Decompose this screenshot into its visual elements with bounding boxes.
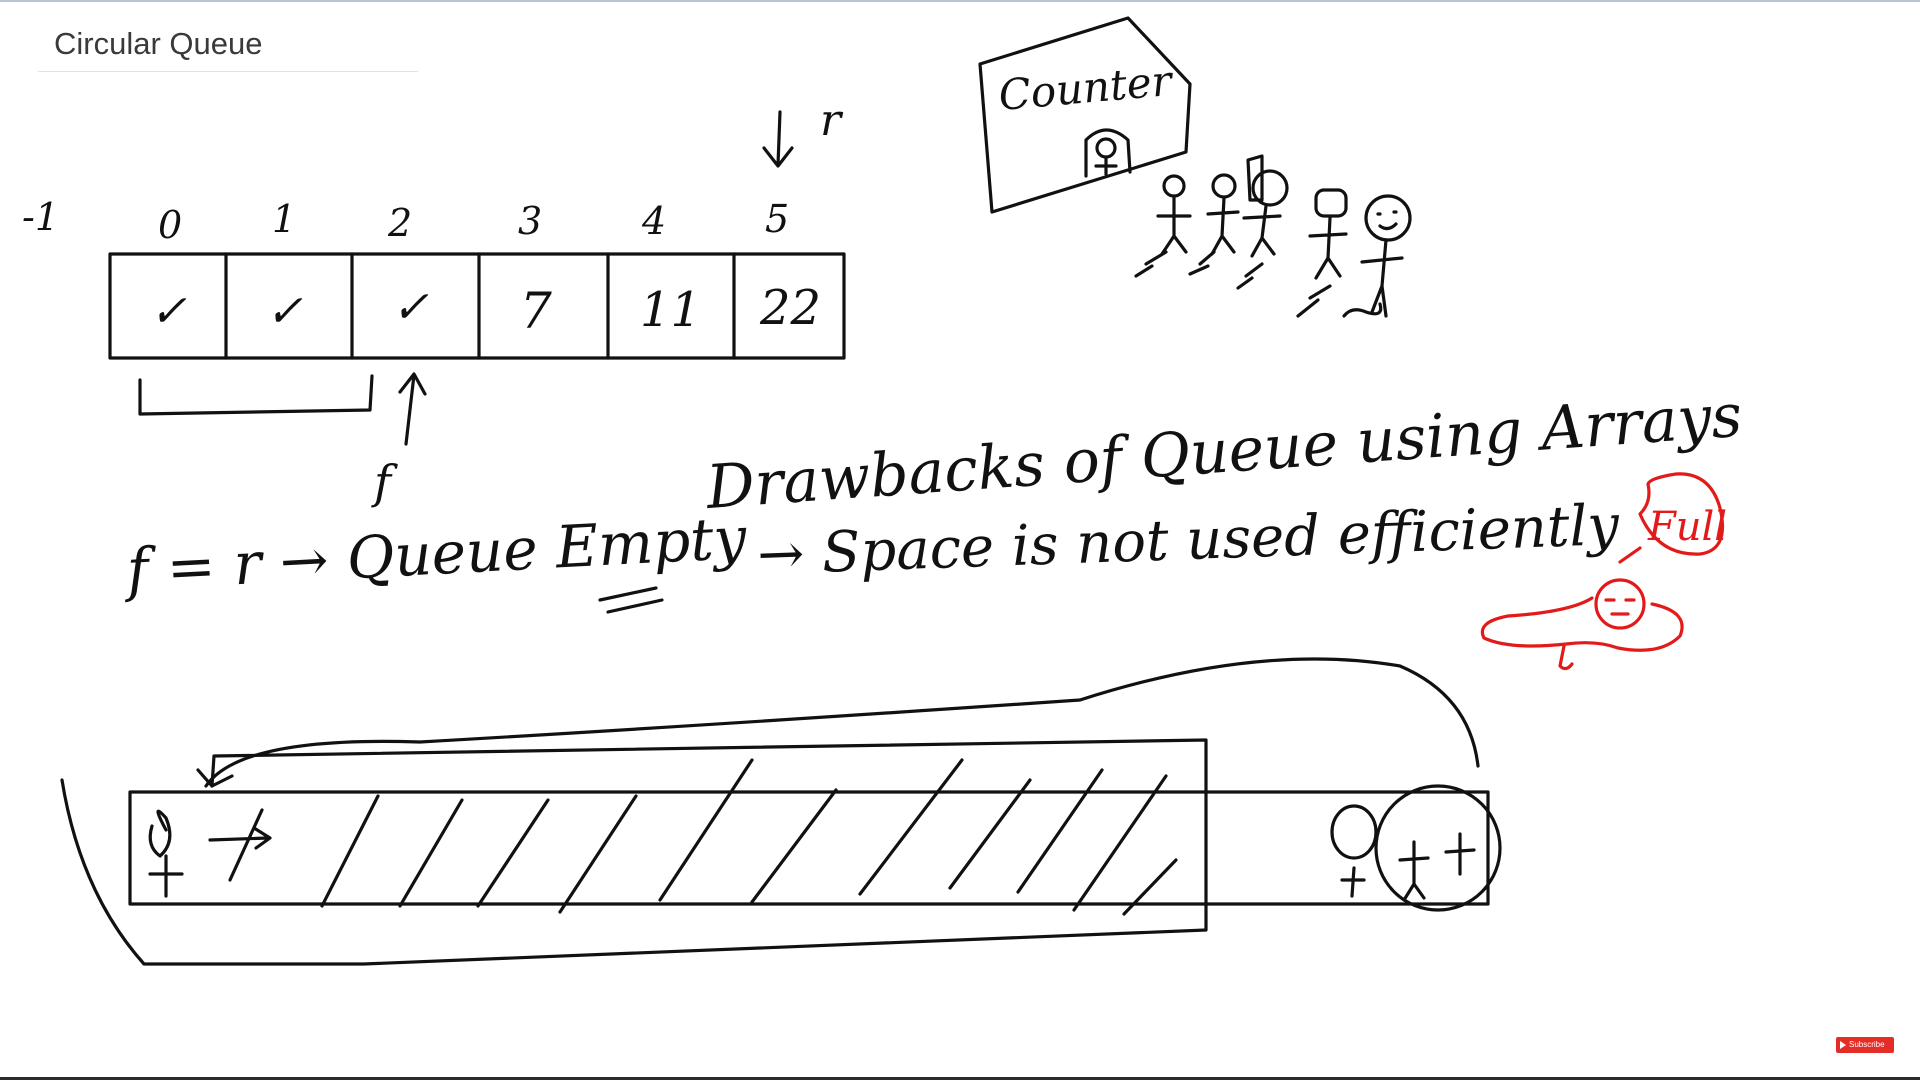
- wasted-space-bracket: [138, 374, 374, 416]
- array-cell-value: 22: [759, 280, 821, 336]
- index-label: 5: [765, 197, 789, 241]
- waiting-person-body: [1340, 866, 1366, 898]
- index-label: 3: [518, 199, 542, 243]
- counter-building: [978, 16, 1192, 214]
- rear-pointer: r: [762, 95, 844, 168]
- rear-arrow-head: [762, 146, 794, 168]
- index-label: 2: [387, 201, 412, 245]
- counter-sketch: Counter: [978, 16, 1412, 318]
- index-label: 0: [158, 203, 182, 247]
- wrap-around-loop: [60, 738, 1208, 966]
- rear-person-2: [1444, 832, 1476, 876]
- index-label: 4: [641, 199, 666, 243]
- counter-window: [1084, 128, 1132, 178]
- person-leg-red: [1558, 644, 1574, 671]
- bottom-rule: [0, 1077, 1920, 1080]
- top-rule: [0, 0, 1920, 2]
- play-icon: [1840, 1041, 1846, 1049]
- person-face-red: [1604, 598, 1636, 616]
- page-title: Circular Queue: [54, 26, 263, 61]
- index-label: -1: [22, 195, 59, 239]
- subscribe-button[interactable]: Subscribe: [1836, 1037, 1894, 1053]
- long-queue-sketch: [60, 657, 1502, 966]
- array-cell-value: ✓: [266, 286, 303, 337]
- person-head-red: [1594, 578, 1646, 630]
- subscribe-label: Subscribe: [1849, 1040, 1885, 1049]
- front-arrow-head: [398, 372, 427, 396]
- wrap-around-arrowhead: [196, 768, 234, 788]
- array-cell-value: 11: [640, 282, 701, 338]
- rear-people-circle: [1374, 784, 1502, 912]
- waiting-person-head: [1330, 804, 1378, 860]
- front-person-body: [148, 854, 184, 898]
- wrap-around-arrow: [204, 657, 1480, 788]
- clerk-head: [1095, 137, 1117, 159]
- full-label: Full: [1647, 504, 1727, 550]
- front-pointer: f: [371, 372, 427, 509]
- queue-people: [1134, 154, 1412, 318]
- wasted-space-hatching: [228, 758, 1178, 916]
- array-cell-value: 7: [520, 282, 552, 340]
- person-arms-red: [1480, 596, 1684, 652]
- title-divider: [38, 71, 418, 72]
- front-person-head: [148, 809, 172, 858]
- full-annotation: Full: [1480, 472, 1727, 671]
- front-label: f: [371, 455, 398, 509]
- array-cell-value: ✓: [150, 286, 187, 337]
- rear-arrow-shaft: [776, 110, 782, 167]
- array-index-labels: -1 0 1 2 3 4 5: [22, 195, 789, 247]
- index-label: 1: [272, 197, 296, 241]
- clerk-body: [1094, 156, 1118, 176]
- front-move-arrow: [208, 826, 272, 850]
- speech-tail: [1618, 546, 1642, 564]
- full-speech-bubble: [1638, 472, 1725, 556]
- rear-label: r: [820, 95, 844, 146]
- array-cell-value: ✓: [392, 282, 429, 333]
- array-box: ✓ ✓ ✓ 7 11 22: [108, 252, 846, 360]
- counter-label: Counter: [997, 56, 1177, 120]
- front-arrow-shaft: [404, 373, 416, 446]
- empty-underline: [598, 586, 664, 614]
- array-outline: [108, 252, 846, 360]
- long-queue-box: [128, 790, 1490, 906]
- rear-person-1: [1398, 840, 1430, 902]
